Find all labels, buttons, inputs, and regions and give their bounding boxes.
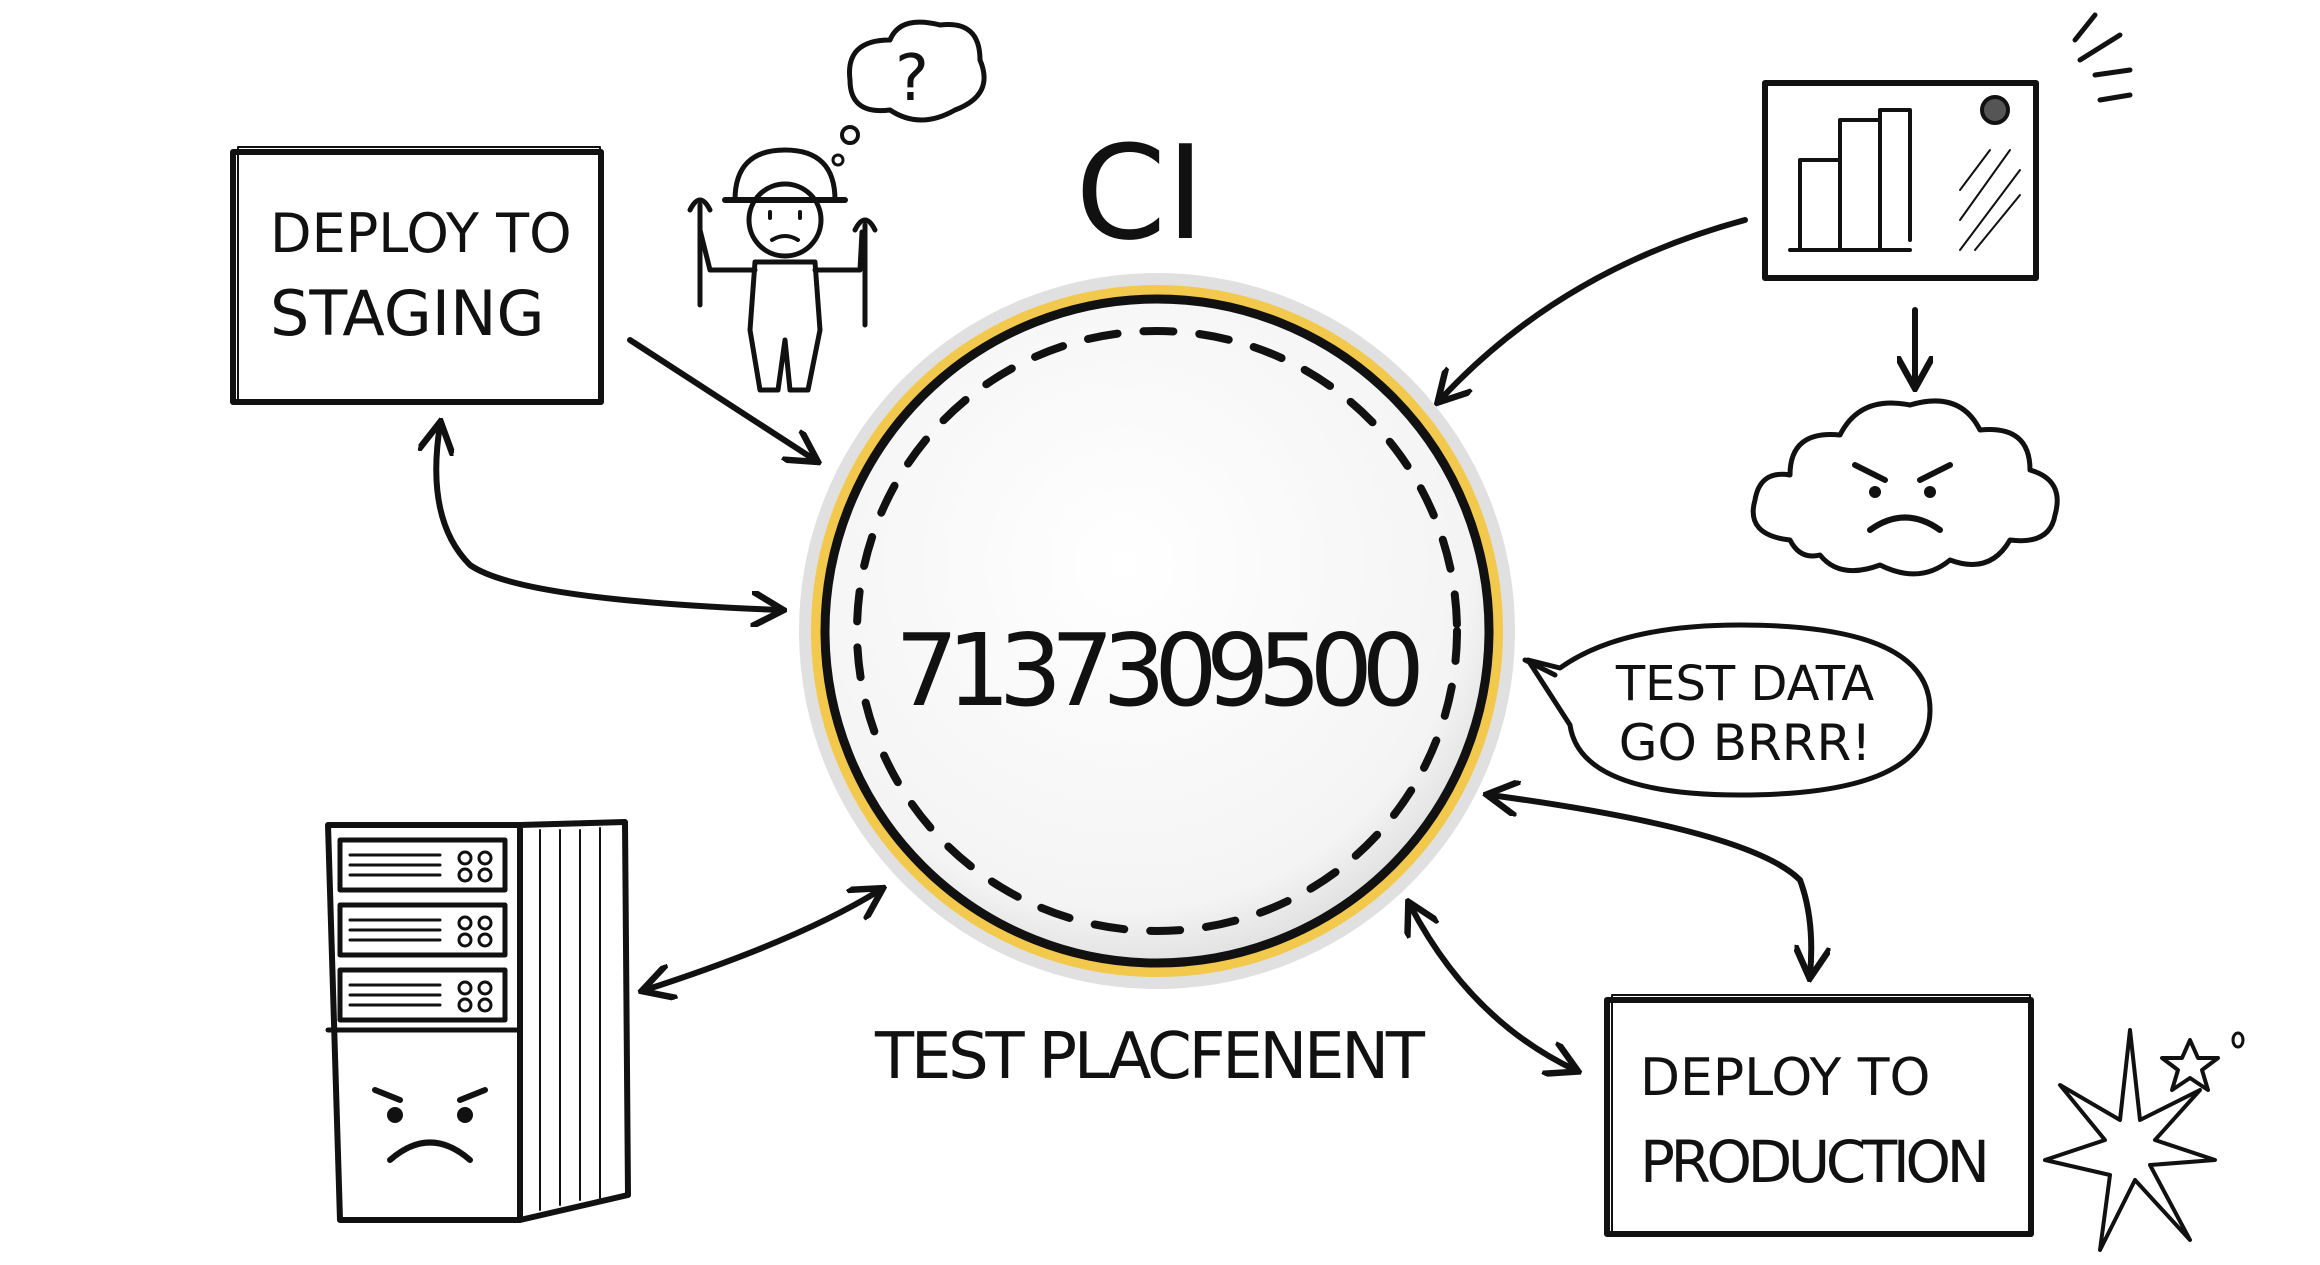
arrow-ci-to-speech <box>1522 657 1558 678</box>
dashboard-chart-icon <box>1762 12 2133 281</box>
staging-line-1: DEPLOY TO <box>270 202 572 265</box>
speech-line-1: TEST DATA <box>1615 656 1875 712</box>
diagram-title: CI <box>1075 117 1204 269</box>
arrow-staging-ci-bidirectional <box>436 425 780 610</box>
caption: TEST PLACFENENT <box>874 1020 1426 1094</box>
thought-question-mark: ? <box>895 42 929 116</box>
production-line-2: PRODUCTION <box>1640 1128 1990 1196</box>
explosion-icon <box>2043 1028 2245 1252</box>
arrow-ci-production-right <box>1490 795 1811 975</box>
deploy-staging-box: DEPLOY TO STAGING <box>230 146 604 405</box>
confused-worker-icon: ? <box>687 19 987 393</box>
arrow-dashboard-to-ci <box>1440 217 1748 400</box>
arrow-server-ci <box>645 890 880 990</box>
arrow-ci-production-bottom <box>1410 905 1575 1070</box>
center-number: 7137309500 <box>895 612 1425 729</box>
speech-bubble: TEST DATA GO BRRR! <box>1525 622 1933 798</box>
ci-circle <box>799 273 1515 989</box>
sad-server-icon <box>325 819 631 1223</box>
speech-line-2: GO BRRR! <box>1619 714 1872 772</box>
angry-cloud-icon <box>1750 398 2060 577</box>
flow-arrows <box>436 217 1915 1070</box>
production-line-1: DEPLOY TO <box>1640 1048 1930 1108</box>
deploy-production-box: DEPLOY TO PRODUCTION <box>1604 994 2034 1237</box>
staging-line-2: STAGING <box>270 277 545 350</box>
